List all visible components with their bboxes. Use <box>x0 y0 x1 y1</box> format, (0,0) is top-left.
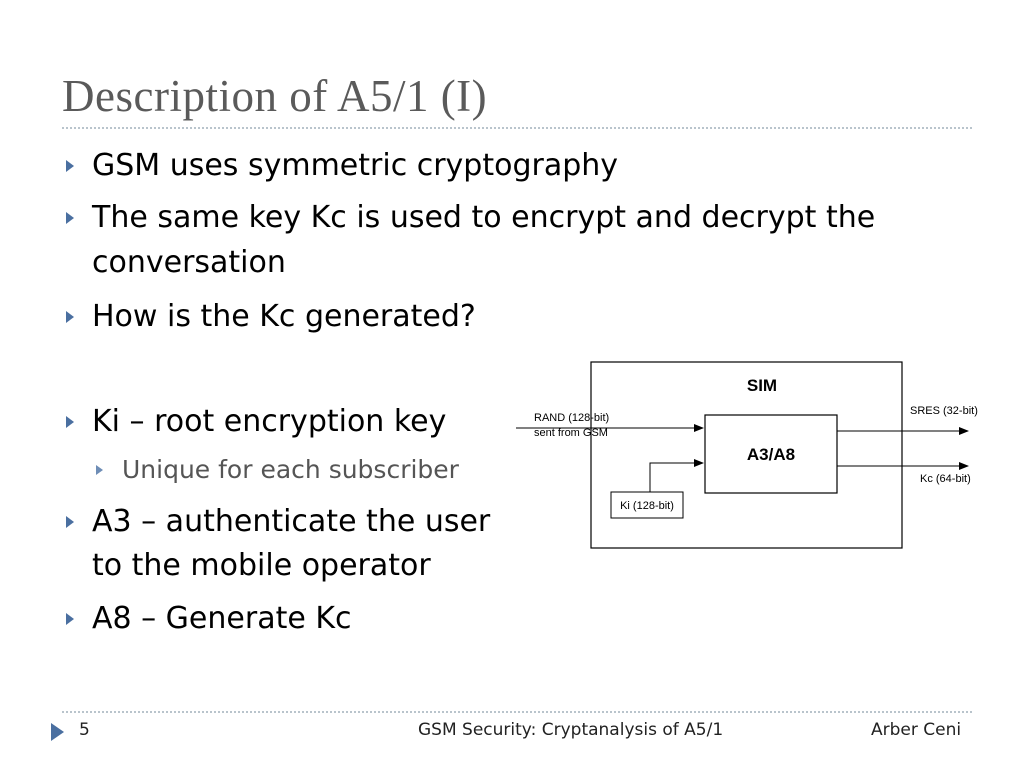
a3a8-label: A3/A8 <box>747 445 795 464</box>
sim-diagram: SIM A3/A8 RAND (128-bit) sent from GSM K… <box>516 361 978 549</box>
bullet-arrow-icon <box>66 416 74 428</box>
bullet-item-continuation: to the mobile operator <box>92 548 431 583</box>
title-divider <box>62 127 972 129</box>
bullet-arrow-icon <box>66 516 74 528</box>
footer-title: GSM Security: Cryptanalysis of A5/1 <box>418 720 724 740</box>
bullet-arrow-icon <box>66 160 74 172</box>
sim-label: SIM <box>747 376 777 395</box>
sim-box <box>590 361 903 549</box>
rand-label: RAND (128-bit) <box>534 412 609 424</box>
bullet-item: The same key Kc is used to encrypt and d… <box>92 200 876 235</box>
slide-title: Description of A5/1 (I) <box>62 71 488 121</box>
ki-arrow <box>649 459 704 492</box>
bullet-arrow-icon <box>66 311 74 323</box>
footer-author: Arber Ceni <box>871 720 962 740</box>
bullet-item: How is the Kc generated? <box>92 299 476 334</box>
bullet-arrow-icon <box>66 212 74 224</box>
bullet-item: A3 – authenticate the user <box>92 504 491 539</box>
kc-label: Kc (64-bit) <box>920 473 971 485</box>
bullet-arrow-icon <box>66 613 74 625</box>
page-number: 5 <box>79 720 90 740</box>
ki-box <box>610 491 684 519</box>
sub-bullet-item: Unique for each subscriber <box>122 455 459 484</box>
sres-label: SRES (32-bit) <box>910 405 978 417</box>
footer-arrow-icon <box>51 723 64 741</box>
sub-bullet-arrow-icon <box>96 465 103 475</box>
footer-divider <box>62 711 972 713</box>
rand-sublabel: sent from GSM <box>534 427 608 439</box>
a3a8-block <box>704 414 838 494</box>
bullet-item: GSM uses symmetric cryptography <box>92 148 619 183</box>
bullet-item: Ki – root encryption key <box>92 404 447 439</box>
bullet-item: A8 – Generate Kc <box>92 601 352 636</box>
ki-label: Ki (128-bit) <box>620 500 674 512</box>
bullet-item-continuation: conversation <box>92 245 286 280</box>
